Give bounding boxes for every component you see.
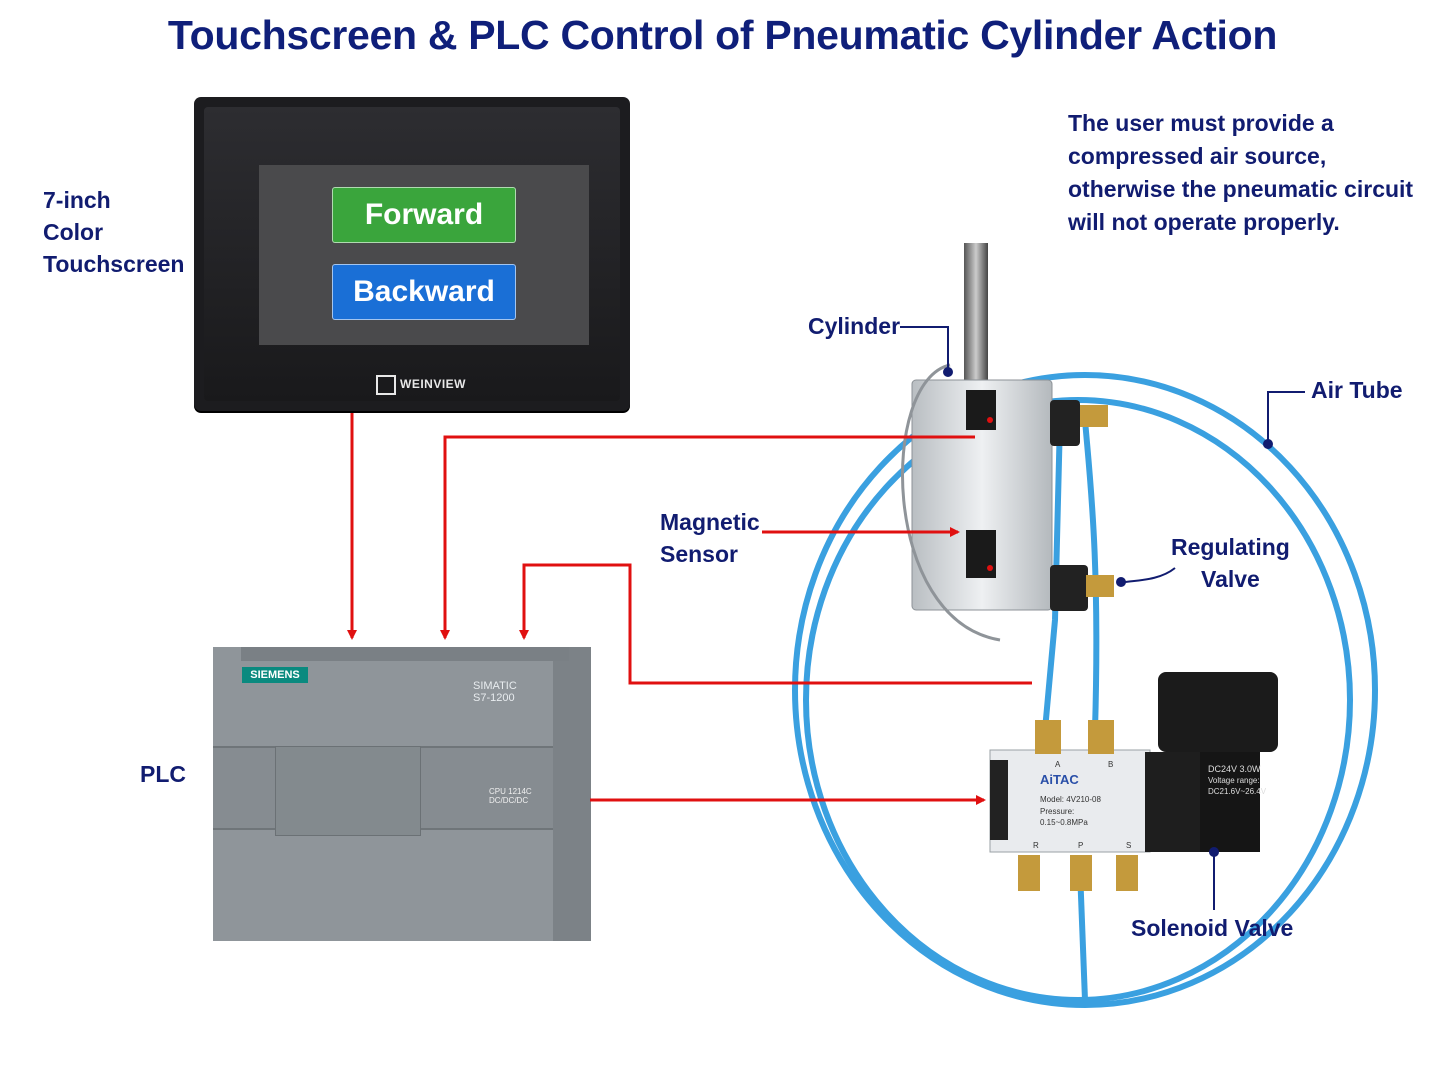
port-a-fitting <box>1035 720 1061 754</box>
air-tube-leader <box>1267 391 1305 440</box>
cpu-line2: DC/DC/DC <box>489 796 529 805</box>
valve-connector <box>1158 672 1278 752</box>
port-r-label: R <box>1033 841 1039 850</box>
air-tube-label: Air Tube <box>1311 377 1403 403</box>
solenoid-leader-dot-icon <box>1209 847 1219 857</box>
touchscreen-label-line1: 7-inch <box>43 187 111 213</box>
touchscreen-label: 7-inch Color Touchscreen <box>43 184 184 280</box>
port-s-label: S <box>1126 841 1131 850</box>
sensor-led-bottom-icon <box>987 565 993 571</box>
port-p-fitting <box>1070 855 1092 891</box>
valve-coil-housing <box>1145 752 1207 852</box>
regulating-valve-line2: Valve <box>1201 566 1260 592</box>
port-a-label: A <box>1055 760 1061 769</box>
air-source-note: The user must provide a compressed air s… <box>1068 110 1414 235</box>
arrow-sensor-to-plc <box>440 435 975 640</box>
magnetic-sensor-line2: Sensor <box>660 541 738 567</box>
valve-pressure-value: 0.15~0.8MPa <box>1040 818 1088 827</box>
siemens-badge: SIEMENS <box>242 667 308 683</box>
backward-button[interactable]: Backward <box>332 264 516 320</box>
magnetic-sensor-bottom <box>966 530 996 578</box>
cylinder-fitting-bottom <box>1050 565 1088 611</box>
plc-side-panel <box>553 647 591 941</box>
regulating-valve-line1: Regulating <box>1171 534 1290 560</box>
regulating-valve-leader <box>1124 567 1176 583</box>
air-tube <box>792 372 1378 1008</box>
port-p-label: P <box>1078 841 1083 850</box>
regulating-valve-label: Regulating Valve <box>1171 531 1290 595</box>
simatic-line1: SIMATIC <box>473 680 517 692</box>
touchscreen-bezel: Forward Backward WEINVIEW <box>204 107 620 401</box>
valve-end-cap <box>990 760 1008 840</box>
cylinder-fitting-top <box>1050 400 1080 446</box>
port-b-fitting <box>1088 720 1114 754</box>
cylinder-assembly <box>901 243 1114 642</box>
simatic-label: SIMATIC S7-1200 <box>473 680 517 704</box>
air-tube-loop-outer <box>792 372 1378 1008</box>
simatic-line2: S7-1200 <box>473 692 515 704</box>
air-tube-cylinder-a <box>1042 419 1063 731</box>
solenoid-valve: AiTAC Model: 4V210-08 Pressure: 0.15~0.8… <box>989 672 1278 891</box>
plc-top-connector <box>241 647 569 661</box>
cpu-line1: CPU 1214C <box>489 787 532 796</box>
port-b-label: B <box>1108 760 1113 769</box>
plc-label: PLC <box>140 761 186 787</box>
arrow-valve-to-plc <box>519 563 1032 685</box>
sensor-led-top-icon <box>987 417 993 423</box>
valve-pressure-label: Pressure: <box>1040 807 1074 816</box>
touchscreen-device: Forward Backward WEINVIEW <box>194 97 630 411</box>
valve-model: Model: 4V210-08 <box>1040 795 1101 804</box>
touchscreen-display: Forward Backward <box>259 165 589 345</box>
cylinder-rod <box>964 243 988 393</box>
magnetic-sensor-label: Magnetic Sensor <box>660 506 760 570</box>
weinview-brand: WEINVIEW <box>400 377 466 391</box>
solenoid-valve-label: Solenoid Valve <box>1131 915 1294 941</box>
valve-coil <box>1200 752 1260 852</box>
air-tube-leader-dot-icon <box>1263 439 1273 449</box>
forward-button[interactable]: Forward <box>332 187 516 243</box>
weinview-logo-icon <box>376 375 396 395</box>
cylinder-label: Cylinder <box>808 313 901 339</box>
touchscreen-label-line3: Touchscreen <box>43 251 185 277</box>
air-tube-loop-inner <box>803 397 1353 1003</box>
touchscreen-label-line2: Color <box>43 219 104 245</box>
regulating-valve-leader-dot-icon <box>1116 577 1126 587</box>
port-r-fitting <box>1018 855 1040 891</box>
coil-rating: DC24V 3.0W <box>1208 764 1261 774</box>
signal-wires <box>347 413 1032 805</box>
cpu-label: CPU 1214C DC/DC/DC <box>489 787 532 805</box>
sensor-cable <box>901 363 1001 642</box>
magnetic-sensor-top <box>966 390 996 430</box>
page-title: Touchscreen & PLC Control of Pneumatic C… <box>167 12 1278 58</box>
cylinder-leader-dot-icon <box>943 367 953 377</box>
cylinder-leader <box>900 326 949 368</box>
plc-front-door <box>275 746 421 836</box>
air-tube-cylinder-b <box>1082 419 1100 731</box>
label-leaders <box>900 326 1305 910</box>
coil-voltage-label: Voltage range: <box>1208 776 1260 785</box>
plc-device: SIEMENS SIMATIC S7-1200 CPU 1214C DC/DC/… <box>213 647 591 941</box>
port-s-fitting <box>1116 855 1138 891</box>
regulating-valve-bottom <box>1086 575 1114 597</box>
magnetic-sensor-line1: Magnetic <box>660 509 760 535</box>
valve-body <box>989 749 1151 853</box>
regulating-valve-top <box>1080 405 1108 427</box>
coil-voltage-range: DC21.6V~26.4V <box>1208 787 1267 796</box>
air-tube-supply <box>1077 869 1088 1001</box>
valve-brand: AiTAC <box>1040 772 1079 787</box>
